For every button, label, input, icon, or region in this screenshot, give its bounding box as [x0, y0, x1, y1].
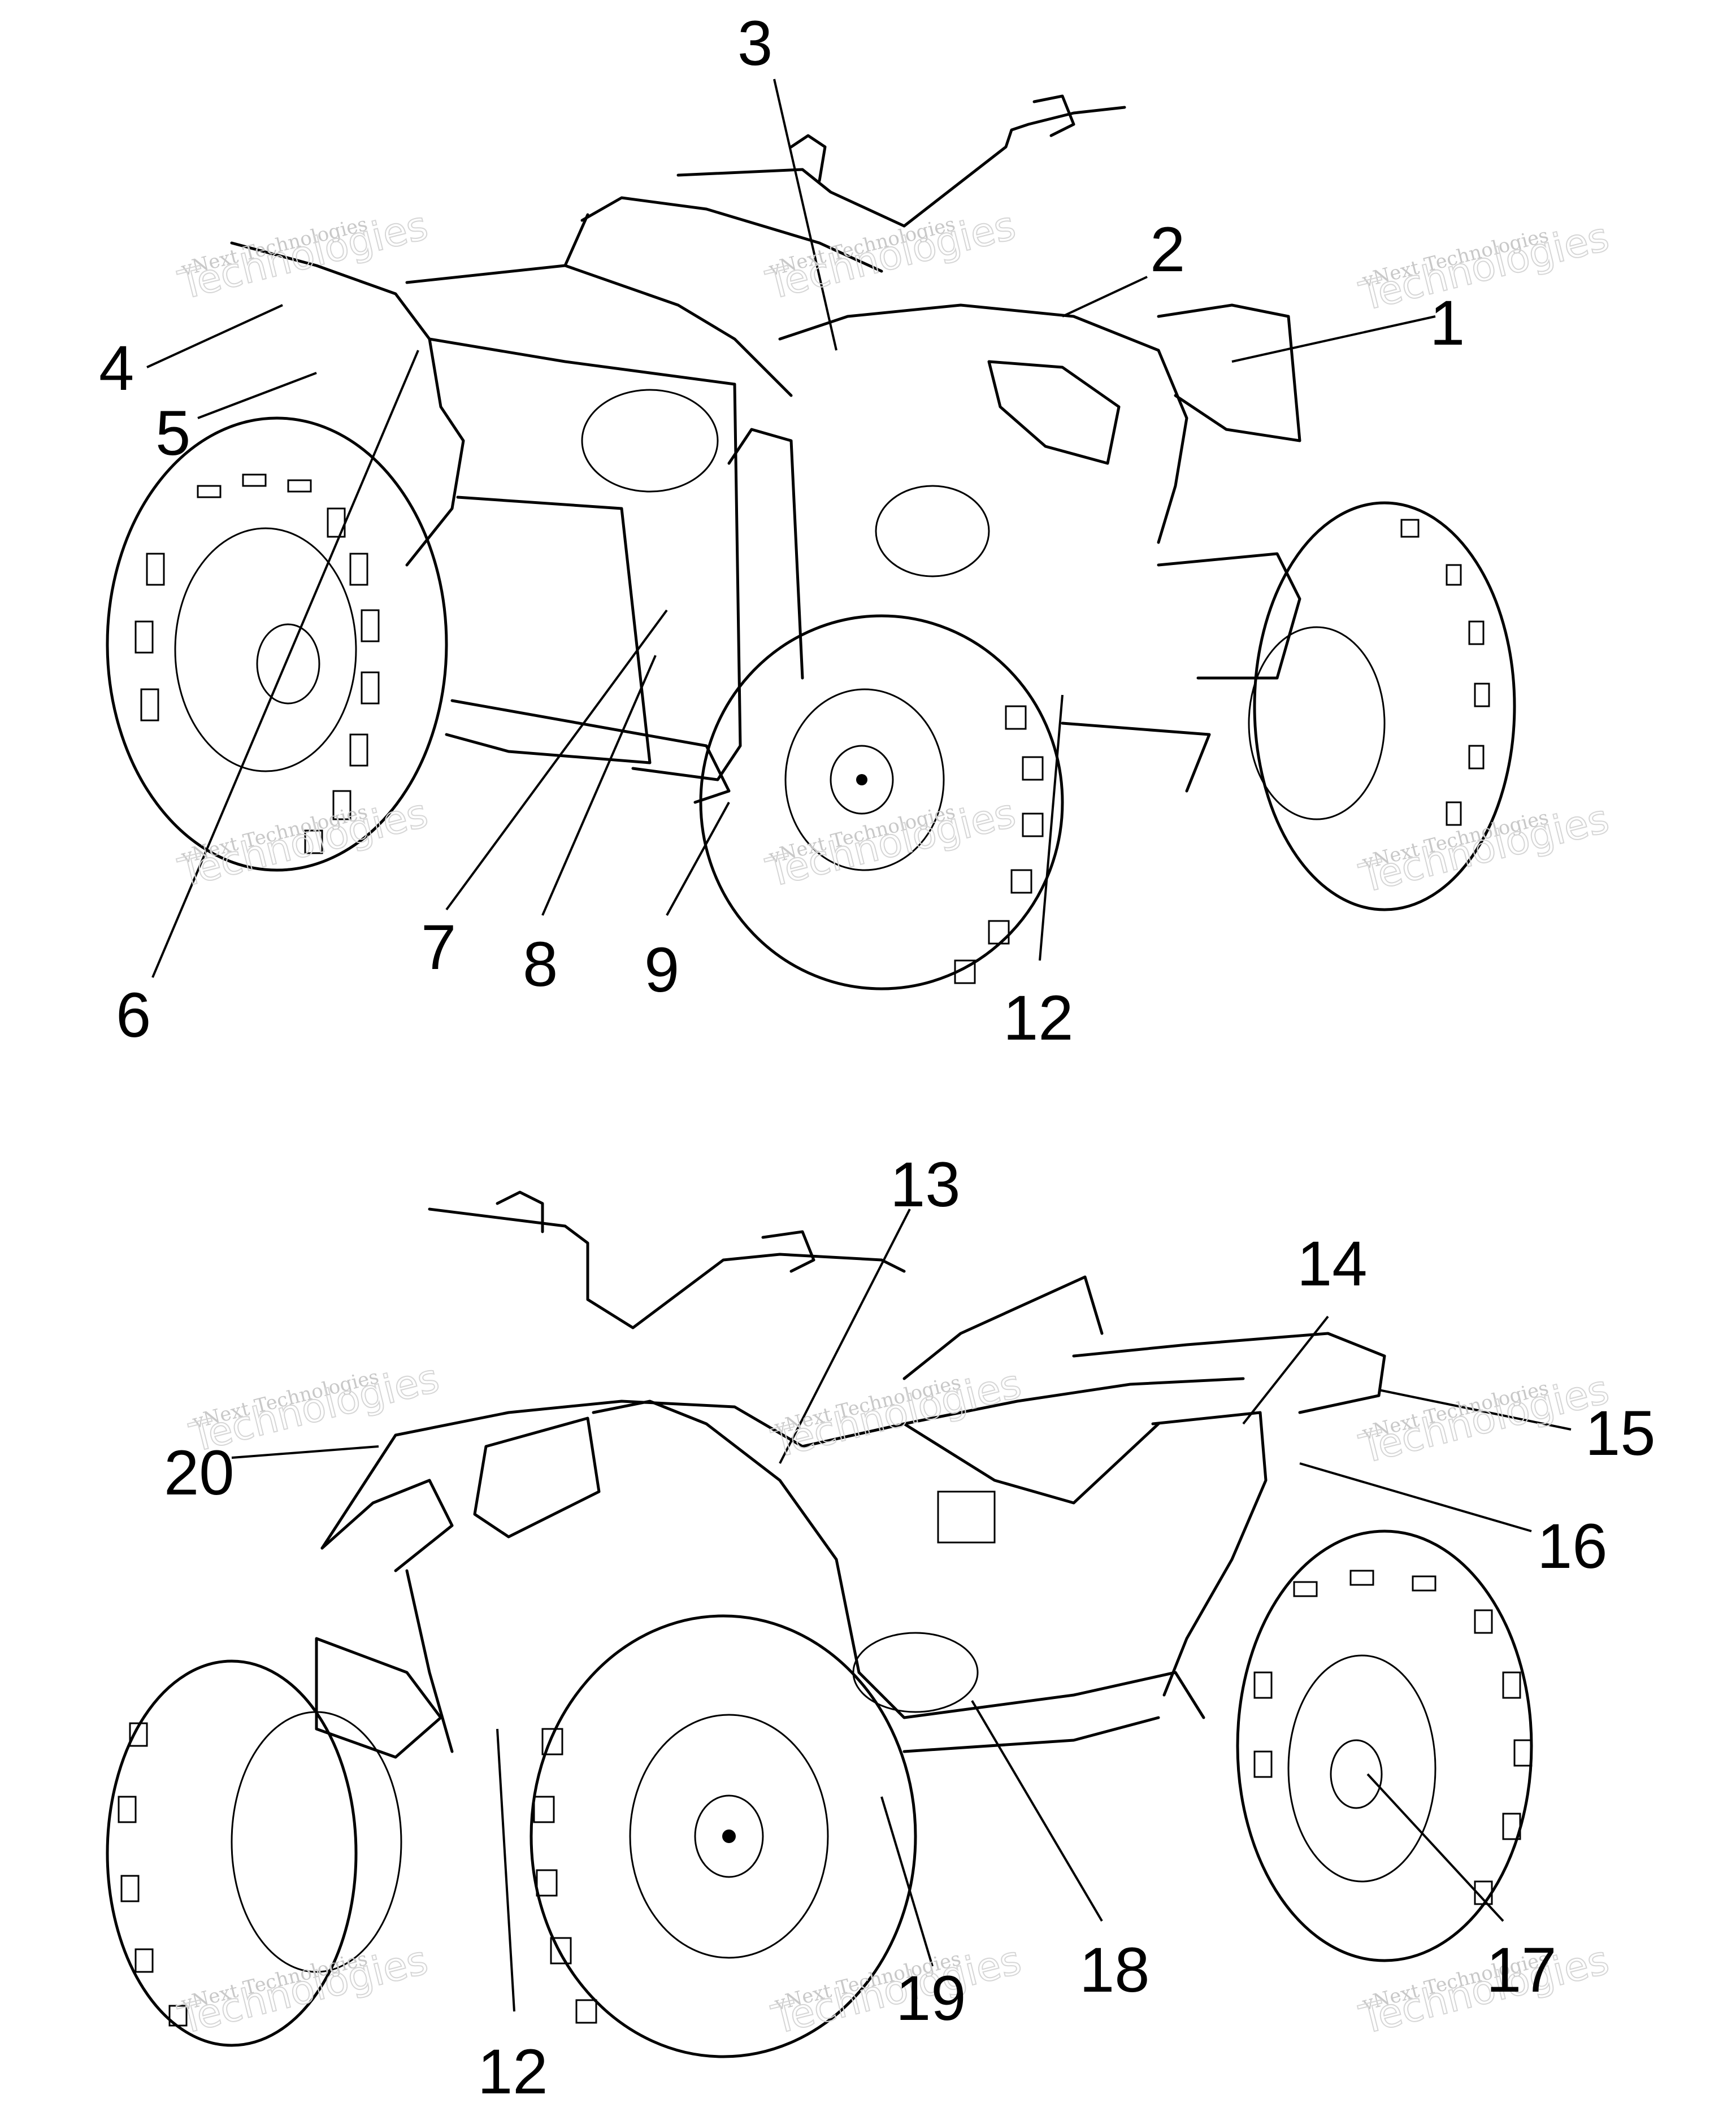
front-left-tire: [699, 614, 1064, 990]
leader-5: [197, 372, 317, 419]
leader-8: [541, 655, 657, 916]
leader-15: [1378, 1389, 1572, 1431]
callout-8: 8: [523, 929, 558, 1000]
atv-bottom-illustration: [106, 1190, 1533, 2058]
watermark-line2: Technologies: [762, 790, 1020, 897]
leader-16: [1299, 1462, 1532, 1532]
leader-4: [146, 304, 283, 368]
callout-2: 2: [1150, 214, 1185, 285]
watermark: vNext Technologies Technologies: [173, 1936, 433, 2044]
leader-14: [1242, 1315, 1329, 1425]
callout-5: 5: [155, 398, 190, 468]
callout-15: 15: [1585, 1398, 1656, 1468]
leader-3: [773, 79, 837, 351]
callout-13: 13: [890, 1149, 961, 1220]
watermark: vNext Technologies Technologies: [1355, 1936, 1614, 2044]
watermark-line2: Technologies: [1355, 796, 1613, 902]
callout-20: 20: [164, 1437, 235, 1508]
callout-16: 16: [1537, 1511, 1608, 1581]
watermark-line2: Technologies: [767, 1361, 1026, 1467]
leader-13: [779, 1209, 911, 1464]
callout-7: 7: [421, 912, 456, 983]
watermark: vNext Technologies Technologies: [173, 789, 433, 897]
leader-12a: [1039, 694, 1064, 961]
callout-14: 14: [1297, 1228, 1368, 1299]
watermark: vNext Technologies Technologies: [761, 202, 1021, 310]
watermark-line2: Technologies: [1355, 1937, 1613, 2044]
watermark: vNext Technologies Technologies: [1355, 795, 1614, 903]
watermark-line2: Technologies: [1355, 214, 1613, 320]
leader-1: [1231, 315, 1436, 363]
watermark-line2: Technologies: [762, 202, 1020, 309]
rear-right-tire-bottom: [1236, 1529, 1533, 1962]
callout-17: 17: [1486, 1935, 1557, 2005]
rear-right-tire: [1248, 501, 1516, 911]
callout-numbers: 1 2 3 4 5 6 7 8 9 12 13 14 15 16 17 18 1…: [99, 8, 1656, 2107]
callout-12-bottom: 12: [478, 2036, 548, 2107]
watermark: vNext Technologies Technologies: [1355, 1366, 1614, 1474]
watermark: vNext Technologies Technologies: [1355, 213, 1614, 321]
watermark-line2: Technologies: [174, 1937, 432, 2044]
leader-2: [1062, 276, 1148, 318]
atv-top-body: [230, 94, 1301, 804]
watermark-line2: Technologies: [174, 790, 432, 897]
leader-lines: [146, 79, 1572, 2012]
watermark: vNext Technologies Technologies: [761, 789, 1021, 897]
callout-6: 6: [116, 980, 151, 1050]
leader-19: [880, 1796, 934, 1967]
front-right-tire-bottom: [530, 1614, 917, 2058]
callout-1: 1: [1430, 288, 1465, 358]
watermark: vNext Technologies Technologies: [767, 1360, 1026, 1468]
leader-6: [151, 350, 419, 978]
leader-18: [971, 1700, 1103, 1922]
callout-9: 9: [644, 935, 679, 1005]
callout-12-top: 12: [1003, 983, 1074, 1053]
atv-top-illustration: [106, 94, 1516, 990]
leader-9: [666, 802, 730, 916]
atv-bottom-body: [315, 1190, 1386, 1759]
leader-17: [1366, 1773, 1504, 1922]
watermark-line2: Technologies: [1355, 1366, 1613, 1473]
callout-4: 4: [99, 333, 134, 403]
leader-20: [231, 1445, 379, 1459]
callout-18: 18: [1079, 1935, 1150, 2005]
callout-19: 19: [896, 1963, 966, 2033]
rear-left-tire: [106, 416, 448, 872]
leader-12b: [496, 1728, 515, 2012]
callout-3: 3: [737, 8, 772, 79]
leader-7: [445, 609, 668, 911]
